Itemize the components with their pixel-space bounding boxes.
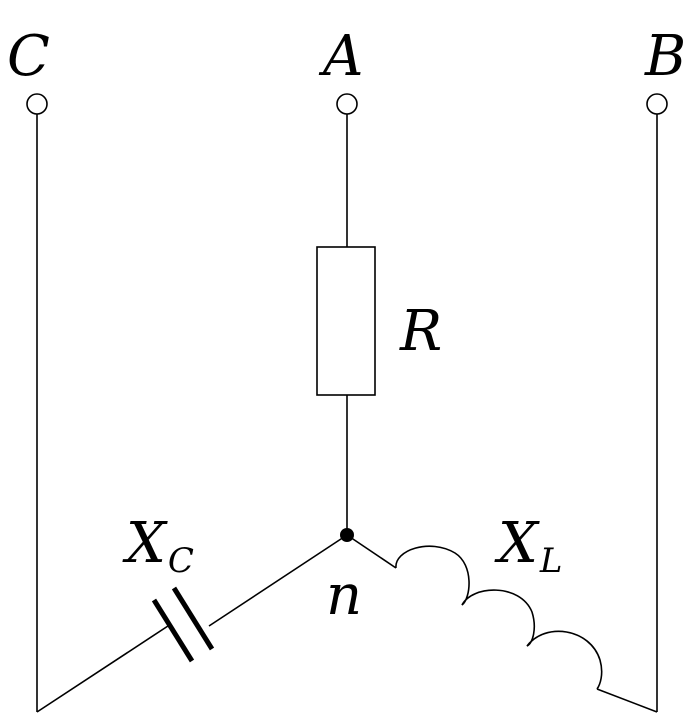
terminal-a-node xyxy=(336,93,358,115)
wire-neutral-to-capacitor xyxy=(208,534,348,627)
capacitor-label: XC xyxy=(122,511,194,581)
resistor-label: R xyxy=(399,299,442,364)
terminal-label-a: A xyxy=(318,24,363,89)
inductor-label-sub: L xyxy=(539,541,563,581)
capacitor-plate-2 xyxy=(171,586,215,651)
terminal-label-c: C xyxy=(7,24,50,89)
terminal-b-node xyxy=(646,93,668,115)
terminal-c-node xyxy=(26,93,48,115)
wire-inductor-to-b xyxy=(596,688,658,713)
capacitor-label-main: X xyxy=(122,511,168,576)
neutral-label: n xyxy=(326,563,362,628)
inductor-label: XL xyxy=(494,511,562,581)
resistor xyxy=(316,246,376,396)
wire-capacitor-to-c xyxy=(36,623,172,713)
capacitor xyxy=(151,586,215,663)
inductor xyxy=(395,545,603,690)
inductor-label-main: X xyxy=(494,511,540,576)
capacitor-label-sub: C xyxy=(168,541,194,581)
capacitor-plate-1 xyxy=(151,598,195,663)
terminal-label-b: B xyxy=(644,24,686,89)
wire-neutral-to-inductor xyxy=(346,534,397,569)
